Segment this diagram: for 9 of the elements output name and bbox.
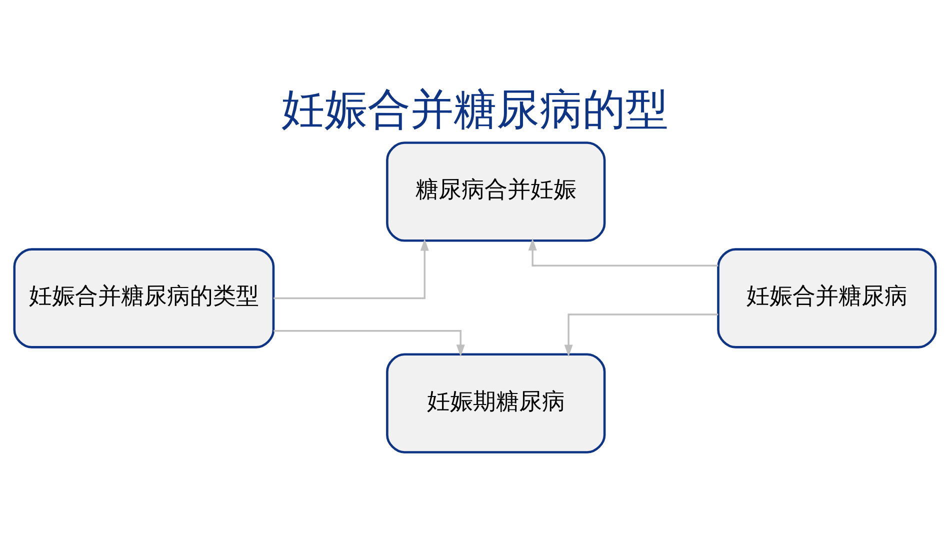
diagram-title: 妊娠合并糖尿病的型 [282, 84, 668, 135]
node-box: 妊娠合并糖尿病的类型 [13, 248, 275, 348]
node-box: 糖尿病合并妊娠 [386, 141, 606, 242]
node-box: 妊娠期糖尿病 [386, 352, 606, 453]
arrow [274, 238, 429, 299]
arrow [528, 238, 718, 266]
node-box: 妊娠合并糖尿病 [717, 248, 937, 348]
arrow [564, 313, 718, 356]
arrow [274, 330, 465, 356]
